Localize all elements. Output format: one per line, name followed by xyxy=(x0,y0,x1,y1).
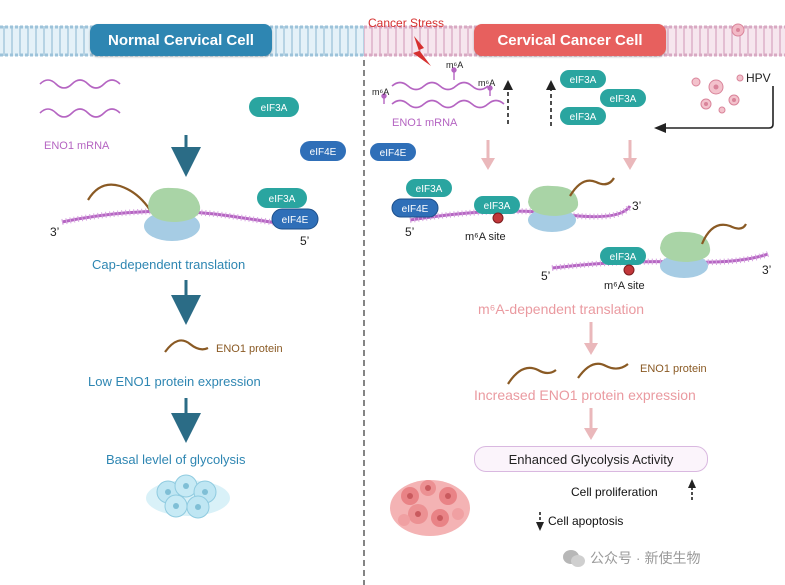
right-mrna-label: ENO1 mRNA xyxy=(392,117,458,129)
apoptosis-down-arrow xyxy=(536,512,544,531)
left-eif4e-bound: eIF4E xyxy=(271,208,319,230)
right-eif3a-group: eIF3A eIF3A eIF3A xyxy=(560,70,646,125)
svg-text:eIF3A: eIF3A xyxy=(610,94,637,105)
hpv-label: HPV xyxy=(746,71,771,85)
dashed-up-arrow-1 xyxy=(503,80,513,124)
left-step-low-expression: Low ENO1 protein expression xyxy=(88,374,261,389)
right-eif3a-upper-1: eIF3A xyxy=(406,179,452,197)
cell-proliferation-label: Cell proliferation xyxy=(571,485,658,499)
left-step-cap-translation: Cap-dependent translation xyxy=(92,257,246,272)
cell-apoptosis-label: Cell apoptosis xyxy=(548,514,624,528)
right-step-increased-expression: Increased ENO1 protein expression xyxy=(474,387,696,403)
svg-text:eIF4E: eIF4E xyxy=(402,204,429,215)
enhanced-glycolysis-box: Enhanced Glycolysis Activity xyxy=(474,446,708,472)
right-mrna-track-upper xyxy=(409,204,633,223)
m6a-label-3: m⁶A xyxy=(478,78,495,88)
svg-text:eIF4E: eIF4E xyxy=(310,147,337,158)
header-normal-cell: Normal Cervical Cell xyxy=(90,24,272,56)
pink-arrow-1 xyxy=(481,140,495,170)
pink-arrow-3 xyxy=(584,322,598,355)
lightning-icon xyxy=(413,36,431,66)
cancer-stress-label: Cancer Stress xyxy=(368,16,445,30)
left-step-basal-glycolysis: Basal levlel of glycolysis xyxy=(106,452,246,467)
right-protein-label: ENO1 protein xyxy=(640,363,707,375)
watermark-text: 公众号 · 新使生物 xyxy=(590,550,701,566)
m6a-site-upper xyxy=(492,212,504,224)
left-protein xyxy=(164,339,209,353)
right-ribosome-lower xyxy=(660,231,711,278)
svg-text:eIF3A: eIF3A xyxy=(261,103,288,114)
right-end5-upper: 5’ xyxy=(405,225,414,239)
svg-text:eIF3A: eIF3A xyxy=(269,194,296,205)
left-end5: 5’ xyxy=(300,234,309,248)
header-cancer-cell: Cervical Cancer Cell xyxy=(474,24,666,56)
left-eif4e-free: eIF4E xyxy=(300,141,346,161)
m6a-label-2: m⁶A xyxy=(446,60,463,70)
left-end3: 3’ xyxy=(50,225,59,239)
right-ribosome-upper xyxy=(528,185,579,232)
hpv-virus-cluster xyxy=(691,74,744,114)
svg-text:eIF4E: eIF4E xyxy=(380,148,407,159)
pink-arrow-4 xyxy=(584,408,598,440)
svg-text:eIF3A: eIF3A xyxy=(610,252,637,263)
proliferation-up-arrow xyxy=(688,479,696,500)
right-eif3a-upper-2: eIF3A xyxy=(474,196,520,214)
right-eif4e-upper: eIF4E xyxy=(391,198,439,218)
right-peptide-lower xyxy=(700,223,747,245)
hpv-arrow xyxy=(654,86,774,133)
dashed-up-arrow-2 xyxy=(546,80,556,126)
svg-text:eIF3A: eIF3A xyxy=(570,75,597,86)
right-mrna-track-lower xyxy=(551,251,770,271)
left-eif3a-bound: eIF3A xyxy=(257,188,307,208)
pink-arrow-2 xyxy=(623,140,637,170)
normal-cell-cluster xyxy=(146,474,230,519)
left-ribosome xyxy=(144,187,201,241)
right-eif4e-free: eIF4E xyxy=(370,143,416,161)
cancer-cell-cluster xyxy=(390,480,470,536)
right-end3-upper: 3’ xyxy=(632,199,641,213)
left-eif3a-free: eIF3A xyxy=(249,97,299,117)
left-mrna-strands xyxy=(39,79,121,118)
svg-text:eIF3A: eIF3A xyxy=(416,184,443,195)
m6a-marks xyxy=(381,67,493,104)
right-proteins xyxy=(507,362,629,385)
left-mrna-label: ENO1 mRNA xyxy=(44,140,110,152)
right-eif3a-lower: eIF3A xyxy=(600,247,646,265)
right-peptide-upper xyxy=(569,177,615,197)
virus-membrane-icon xyxy=(731,23,745,37)
right-mrna-strands xyxy=(391,81,505,109)
right-end5-lower: 5’ xyxy=(541,269,550,283)
wechat-watermark-icon xyxy=(563,550,585,567)
svg-text:eIF4E: eIF4E xyxy=(282,215,309,226)
left-peptide xyxy=(87,183,151,211)
m6a-label-1: m⁶A xyxy=(372,87,389,97)
svg-text:eIF3A: eIF3A xyxy=(484,201,511,212)
svg-text:eIF3A: eIF3A xyxy=(570,112,597,123)
right-step-m6a-translation: m⁶A-dependent translation xyxy=(478,301,645,317)
left-protein-label: ENO1 protein xyxy=(216,343,283,355)
m6a-site-label-lower: m⁶A site xyxy=(604,280,645,292)
m6a-site-lower xyxy=(623,264,635,276)
right-end3-lower: 3’ xyxy=(762,263,771,277)
m6a-site-label-upper: m⁶A site xyxy=(465,231,506,243)
